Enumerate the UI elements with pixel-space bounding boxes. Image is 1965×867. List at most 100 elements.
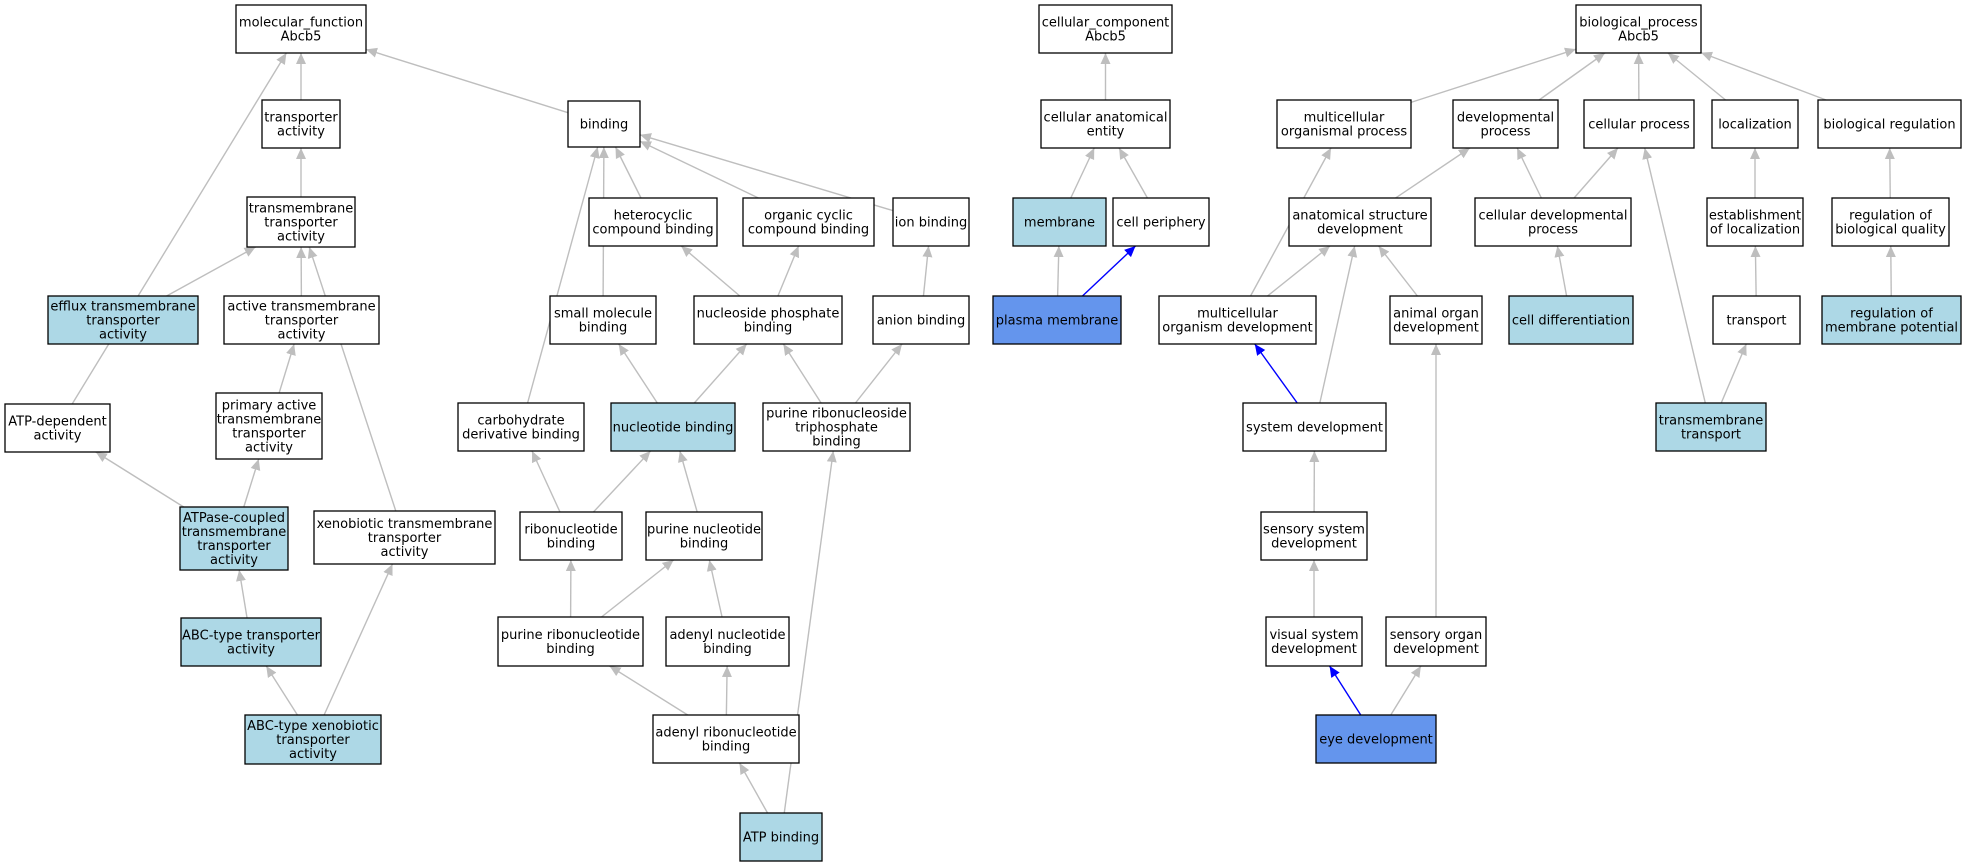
edge-purine_ribonucleotide-to-purine_nucleotide xyxy=(601,559,675,618)
node-membrane[interactable]: membrane xyxy=(1012,197,1107,247)
node-box xyxy=(246,196,356,248)
edge-line xyxy=(71,52,287,405)
edge-line xyxy=(1720,343,1747,404)
edge-line xyxy=(1885,245,1896,297)
edge-line xyxy=(365,47,569,114)
node-ion-binding[interactable]: ion binding xyxy=(892,197,970,247)
node-box xyxy=(1040,99,1171,149)
edge-atpase_coupled-to-primary_active xyxy=(243,458,261,508)
node-label-line: molecular_function xyxy=(239,16,363,31)
node-atp-binding[interactable]: ATP binding xyxy=(739,812,823,862)
node-eye-dev[interactable]: eye development xyxy=(1315,714,1437,764)
node-xenobiotic-tm[interactable]: xenobiotic transmembranetransporteractiv… xyxy=(313,510,496,565)
node-primary-active[interactable]: primary activetransmembranetransporterac… xyxy=(215,392,323,460)
node-bio-regulation[interactable]: biological regulation xyxy=(1817,99,1962,149)
node-box xyxy=(1583,99,1695,149)
node-box xyxy=(1711,99,1799,149)
node-anion-binding[interactable]: anion binding xyxy=(872,295,970,345)
node-label-line: activity xyxy=(34,429,82,444)
node-box xyxy=(610,402,736,452)
edge-organic_cyclic-to-binding xyxy=(639,140,759,199)
edge-purine_nucleotide-to-nucleotide_binding xyxy=(678,450,698,513)
node-box xyxy=(47,295,199,345)
node-nucleotide-binding[interactable]: nucleotide binding xyxy=(610,402,736,452)
node-label-line: activity xyxy=(278,328,326,343)
node-box xyxy=(1385,616,1487,667)
node-cell-periphery[interactable]: cell periphery xyxy=(1112,197,1210,247)
edge-eye_dev-to-sensory_organ_dev xyxy=(1390,665,1422,716)
edge-line xyxy=(1667,52,1727,101)
node-label-line: membrane xyxy=(1024,216,1095,231)
edge-ribonucleotide-to-nucleotide_binding xyxy=(592,450,652,513)
node-label-line: transmembrane xyxy=(182,525,287,540)
edge-line xyxy=(738,762,769,814)
node-box xyxy=(652,714,800,764)
node-label-line: transporter xyxy=(265,314,339,329)
edge-line xyxy=(1254,343,1298,404)
node-cellular-process[interactable]: cellular process xyxy=(1583,99,1695,149)
node-transport[interactable]: transport xyxy=(1712,295,1801,345)
node-label-line: organism development xyxy=(1162,321,1312,336)
node-label-line: eye development xyxy=(1319,733,1433,748)
edge-atpase_coupled-to-atp_dependent xyxy=(95,451,185,508)
node-box xyxy=(1315,714,1437,764)
node-label-line: adenyl nucleotide xyxy=(669,628,785,643)
node-box xyxy=(1831,197,1950,247)
node-localization[interactable]: localization xyxy=(1711,99,1799,149)
node-cell-differentiation[interactable]: cell differentiation xyxy=(1508,295,1634,345)
edge-adenyl_ribonucleotide-to-adenyl_nucleotide xyxy=(721,665,732,716)
node-label-line: carbohydrate xyxy=(477,414,564,429)
node-atpase-coupled[interactable]: ATPase-coupledtransmembranetransporterac… xyxy=(179,506,289,571)
node-binding[interactable]: binding xyxy=(567,100,641,148)
edge-reg_bio_quality-to-bio_regulation xyxy=(1884,147,1895,199)
node-box xyxy=(1575,4,1702,54)
edge-cell_dev_proc-to-cellular_process xyxy=(1573,147,1619,199)
node-label-line: transporter xyxy=(368,531,442,546)
edge-cell_dev_proc-to-developmental_proc xyxy=(1516,147,1542,199)
node-label-line: transport xyxy=(1726,314,1786,329)
node-label-line: transporter xyxy=(264,111,338,126)
node-label-line: derivative binding xyxy=(462,428,580,443)
node-system-dev[interactable]: system development xyxy=(1242,402,1387,452)
edge-line xyxy=(1081,245,1137,297)
edge-line xyxy=(1390,665,1422,716)
edge-line xyxy=(278,343,296,394)
node-label-line: biological quality xyxy=(1835,223,1946,238)
node-plasma-membrane[interactable]: plasma membrane xyxy=(992,295,1122,345)
